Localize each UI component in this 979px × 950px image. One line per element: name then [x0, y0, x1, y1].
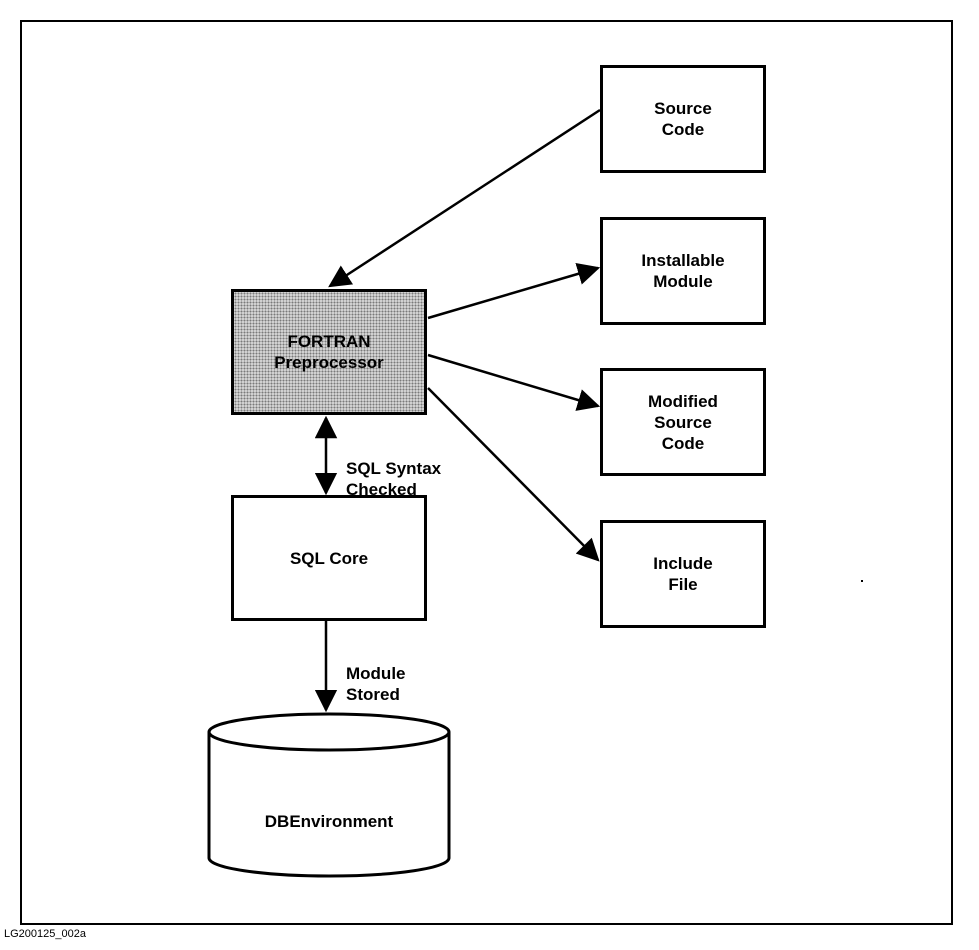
dbenvironment-cylinder: DBEnvironment	[207, 712, 451, 878]
edge-preprocessor-to-installable	[427, 262, 601, 320]
stray-dot	[861, 580, 863, 582]
source-code-box: Source Code	[600, 65, 766, 173]
source-code-label: Source Code	[654, 99, 712, 139]
modified-source-code-label: Modified Source Code	[648, 391, 718, 453]
edge-source-to-preprocessor	[328, 108, 601, 288]
edge-preprocessor-to-modified	[427, 353, 601, 411]
preprocessor-box: FORTRAN Preprocessor	[231, 289, 427, 415]
figure-frame	[20, 20, 953, 925]
dbenvironment-label: DBEnvironment	[265, 812, 394, 831]
syntax-checked-label: SQL Syntax Checked	[346, 459, 442, 499]
preprocessor-label: FORTRAN Preprocessor	[274, 332, 384, 372]
edge-preprocessor-to-include	[427, 387, 600, 562]
module-stored-label: Module Stored	[346, 664, 406, 704]
sql-core-label: SQL Core	[289, 548, 369, 568]
installable-module-box: Installable Module	[600, 217, 766, 325]
modified-source-code-box: Modified Source Code	[600, 368, 766, 476]
include-file-label: Include File	[653, 554, 713, 594]
figure-id: LG200125_002a	[4, 928, 86, 940]
installable-module-label: Installable Module	[641, 251, 725, 291]
include-file-box: Include File	[600, 520, 766, 628]
sql-core-box: SQL Core	[231, 495, 427, 621]
